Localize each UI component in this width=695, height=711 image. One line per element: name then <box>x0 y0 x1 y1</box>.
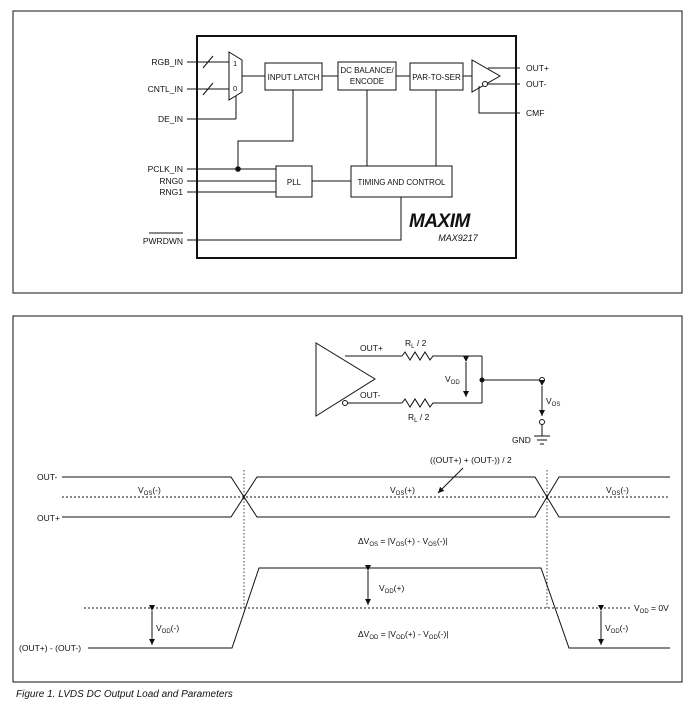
output-driver <box>471 59 502 93</box>
vos-minus-right-label: VOS(-) <box>606 485 629 497</box>
differential-label: (OUT+) - (OUT-) <box>19 643 81 653</box>
cmf-pin-label: CMF <box>526 108 544 118</box>
rgb-in-label: RGB_IN <box>151 57 183 67</box>
load-out-minus-bubble <box>342 400 348 406</box>
wave-out-minus-label: OUT- <box>37 472 57 482</box>
rng0-label: RNG0 <box>159 176 183 186</box>
rng1-label: RNG1 <box>159 187 183 197</box>
out-minus-pin-label: OUT- <box>526 79 546 89</box>
lvds-parameters-panel: OUT+ OUT- RL / 2 RL / 2 VOD VOS GND <box>12 315 683 683</box>
vod-load-label: VOD <box>445 374 460 386</box>
cmf-wire <box>478 86 520 114</box>
vos-bottom-terminal <box>539 419 545 425</box>
pwrdwn-label: PWRDWN <box>143 236 183 246</box>
vod-minus-left-label: VOD(-) <box>156 623 179 635</box>
vos-load-label: VOS <box>546 396 560 408</box>
mux-in0-label: 0 <box>233 84 237 93</box>
delta-vos-formula: ΔVOS = |VOS(+) - VOS(-)| <box>358 536 448 548</box>
part-number: MAX9217 <box>438 233 479 243</box>
rl-bottom-label: RL / 2 <box>408 412 430 424</box>
chip-outline <box>196 35 517 259</box>
out-plus-pin-label: OUT+ <box>526 63 549 73</box>
input-latch-block <box>264 62 323 91</box>
input-mux <box>228 51 243 101</box>
par-to-ser-label: PAR-TO-SER <box>412 73 461 82</box>
load-out-minus-label: OUT- <box>360 390 380 400</box>
pwrdwn-wire <box>187 197 402 241</box>
mux-in1-label: 1 <box>233 59 237 68</box>
figure-caption: Figure 1. LVDS DC Output Load and Parame… <box>16 689 233 700</box>
cntl-in-label: CNTL_IN <box>148 84 183 94</box>
rgb-bus-slash <box>202 55 214 69</box>
vos-minus-left-label: VOS(-) <box>138 485 161 497</box>
wave-out-plus-label: OUT+ <box>37 513 60 523</box>
wave-out-plus <box>62 476 670 518</box>
wave-differential <box>88 567 670 649</box>
rl-top-label: RL / 2 <box>405 338 427 350</box>
vod-zero-label: VOD = 0V <box>634 603 669 615</box>
dc-balance-label-1: DC BALANCE/ <box>340 66 394 75</box>
wave-out-minus <box>62 476 670 518</box>
resistor-top <box>401 351 482 361</box>
lvds-driver <box>315 342 376 417</box>
pll-block <box>275 165 313 198</box>
panel-frame-top <box>12 10 683 294</box>
input-latch-label: INPUT LATCH <box>268 73 320 82</box>
de-in-label: DE_IN <box>158 114 183 124</box>
vod-minus-right-label: VOD(-) <box>605 623 628 635</box>
panel-frame-bottom <box>12 315 683 683</box>
cntl-bus-slash <box>202 82 214 96</box>
out-minus-bubble <box>482 81 488 87</box>
vos-plus-label: VOS(+) <box>390 485 415 497</box>
pll-label: PLL <box>287 178 302 187</box>
pclk-to-latch-wire <box>237 90 294 169</box>
delta-vod-formula: ΔVOD = |VOD(+) - VOD(-)| <box>358 629 449 641</box>
vod-plus-label: VOD(+) <box>379 583 404 595</box>
block-diagram-panel: RGB_IN CNTL_IN DE_IN PCLK_IN RNG0 RNG1 P… <box>12 10 683 294</box>
resistor-bottom <box>401 398 482 408</box>
load-out-plus-label: OUT+ <box>360 343 383 353</box>
pclk-in-label: PCLK_IN <box>148 164 183 174</box>
timing-control-label: TIMING AND CONTROL <box>357 178 446 187</box>
average-pointer-arrow <box>437 467 464 494</box>
maxim-logo: MAXIM <box>409 211 472 232</box>
average-formula: ((OUT+) + (OUT-)) / 2 <box>430 455 512 465</box>
timing-control-block <box>350 165 453 198</box>
dc-balance-label-2: ENCODE <box>350 77 384 86</box>
gnd-label: GND <box>512 435 531 445</box>
vos-top-terminal <box>539 377 545 383</box>
